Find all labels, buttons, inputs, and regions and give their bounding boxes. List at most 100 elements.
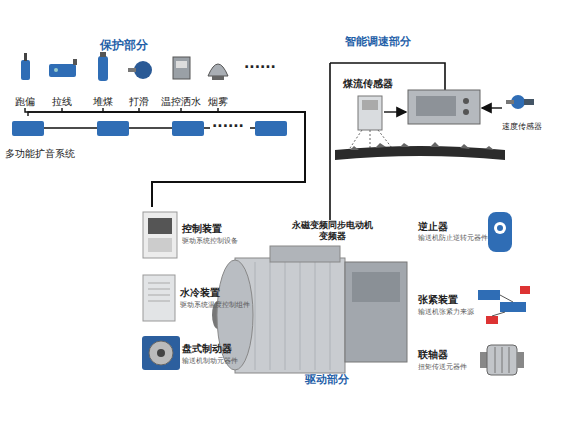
smoke-sensor-icon (208, 64, 228, 76)
backstop-bore (494, 222, 506, 234)
signal-line (152, 108, 305, 207)
component-node: 拉线 (38, 52, 86, 108)
component-node: 张紧装置输送机张紧力来源 (415, 280, 477, 330)
node-description: 输送机张紧力来源 (418, 308, 474, 316)
signal-line (152, 108, 305, 207)
node-heading: 张紧装置 (418, 294, 458, 306)
smoke-sensor-base (212, 76, 224, 80)
speaker-box (12, 121, 44, 136)
water-cooler-vents (148, 283, 170, 301)
component-node: 堆煤 (79, 52, 127, 108)
component-node: 控制装置驱动系统控制设备 (140, 207, 258, 261)
component-node: 温控洒水 (157, 52, 205, 108)
speaker-box (172, 121, 204, 136)
component-node: 盘式制动器输送机制动元器件 (140, 332, 258, 376)
tensioner-part (478, 290, 500, 300)
sensor-beam (350, 130, 392, 148)
node-heading: 联轴器 (418, 349, 448, 361)
node-heading: 控制装置 (182, 223, 222, 235)
motor-terminal-box (270, 246, 340, 262)
node-heading: 速度传感器 (502, 122, 542, 132)
coupling-shaft (480, 352, 487, 368)
node-heading: 永磁变频同步电动机 变频器 (287, 220, 377, 242)
disc-brake (142, 336, 180, 370)
component-node: 联轴器扭矩传送元器件 (415, 338, 483, 382)
speed-control-wire (330, 63, 445, 220)
coupling-shaft (517, 352, 524, 368)
pull-switch-knob (73, 59, 77, 65)
coupling-teeth (495, 347, 509, 373)
speed-controller (408, 90, 480, 124)
section-label: 驱动部分 (305, 373, 349, 386)
signal-line (103, 108, 305, 207)
component-node: 多功能扩音系统 (3, 116, 103, 160)
node-heading: 多功能扩音系统 (5, 148, 75, 160)
brake-disc (149, 341, 173, 365)
backstop (488, 212, 512, 252)
coupling (487, 345, 517, 375)
deviation-sensor-lever (24, 53, 27, 61)
speed-controller-knob (463, 109, 469, 115)
component-node: 打滑 (115, 52, 163, 108)
signal-line (28, 112, 305, 207)
pull-switch-dot (54, 68, 58, 72)
speaker-box (97, 121, 129, 136)
tensioner-part (500, 302, 526, 312)
signal-arrow (482, 107, 502, 108)
node-heading: 拉线 (52, 96, 72, 108)
node-description: 输送机防止逆转元器件 (418, 235, 488, 243)
node-heading: 逆止器 (418, 221, 448, 233)
coal-pile-sensor-cap (100, 52, 106, 57)
node-heading: 堆煤 (93, 96, 113, 108)
sprinkler-sensor-window (176, 61, 187, 68)
tensioner-part (520, 286, 530, 294)
coal-flow-sensor-icon (358, 96, 382, 130)
signal-line (62, 108, 305, 207)
tensioner-part (486, 316, 498, 324)
node-heading: 盘式制动器 (182, 343, 232, 355)
pull-switch-icon (49, 64, 76, 77)
node-description: 驱动系统温度控制组件 (180, 301, 250, 309)
control-cabinet-screen (148, 218, 172, 234)
component-node: 水冷装置驱动系统温度控制组件 (140, 272, 258, 324)
backstop-core (497, 225, 503, 231)
inverter-box (345, 262, 407, 362)
node-description: 驱动系统控制设备 (182, 237, 238, 245)
node-heading: 煤流传感器 (343, 78, 393, 90)
section-label: ...... (212, 114, 244, 131)
component-node: 永磁变频同步电动机 变频器 (215, 220, 415, 380)
node-heading: 烟雾 (208, 96, 228, 108)
node-heading: 温控洒水 (161, 96, 201, 108)
tensioner-link (492, 295, 513, 316)
speed-controller-knob (463, 98, 469, 104)
component-node: 逆止器输送机防止逆转元器件 (415, 207, 488, 257)
motor-ribs (255, 262, 330, 370)
slip-sensor-shaft (128, 68, 136, 72)
component-node: 速度传感器 (492, 92, 552, 132)
control-cabinet-panel (148, 238, 172, 252)
speed-controller-panel (416, 96, 456, 116)
node-description: 输送机制动元器件 (182, 357, 238, 365)
inverter-panel (352, 272, 400, 302)
node-heading: 跑偏 (15, 96, 35, 108)
speed-sensor-plug (524, 99, 534, 105)
signal-arrow (384, 111, 406, 112)
brake-hub (157, 349, 165, 357)
control-cabinet (143, 212, 177, 258)
component-node: 跑偏 (1, 52, 49, 108)
section-label: 保护部分 (100, 38, 148, 52)
coal-lumps (350, 142, 494, 150)
component-node: 烟雾 (194, 52, 242, 108)
sprinkler-sensor-icon (173, 57, 190, 79)
deviation-sensor-icon (21, 60, 30, 80)
conveyor-belt (335, 146, 505, 160)
section-label: ...... (244, 55, 276, 72)
section-label: 智能调速部分 (345, 35, 411, 48)
component-node: 煤流传感器 (336, 78, 400, 140)
speaker-box (255, 121, 287, 136)
water-cooler (143, 275, 175, 321)
